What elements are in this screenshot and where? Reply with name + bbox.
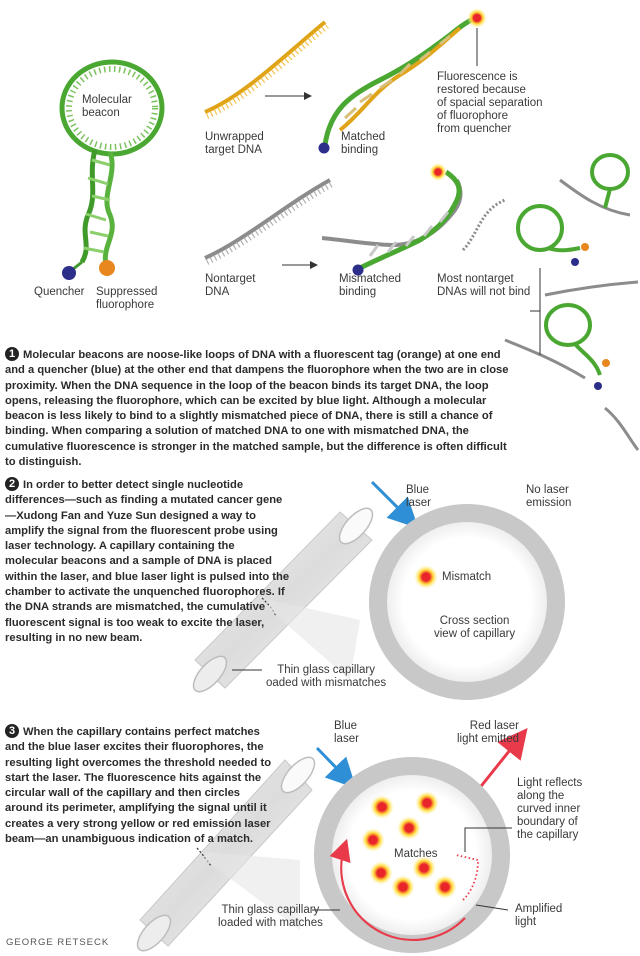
step-2-text: In order to better detect single nucleot… <box>5 479 290 644</box>
amplified-leader <box>475 904 509 911</box>
capillary-cross-section-mismatch <box>369 504 565 700</box>
nontarget-dna-cluster <box>461 153 640 451</box>
matched-binding-helix <box>318 8 487 154</box>
quencher-ball <box>62 266 76 280</box>
red-laser-label: Red laser light emitted <box>457 720 520 745</box>
fluorophore-ball <box>99 260 115 276</box>
light-reflects-label: Light reflects along the curved inner bo… <box>517 777 583 841</box>
unwrapped-target-label: Unwrapped target DNA <box>205 131 264 156</box>
blue-laser-label-3: Blue laser <box>334 720 359 745</box>
matched-binding-label: Matched binding <box>341 131 386 156</box>
step-3-number: 3 <box>5 724 19 738</box>
step-1-text: Molecular beacons are noose-like loops o… <box>5 349 509 469</box>
step-3-text: When the capillary contains perfect matc… <box>5 726 272 846</box>
most-nontarget-label: Most nontarget DNAs will not bind <box>437 273 531 298</box>
match-glows <box>361 791 457 899</box>
blue-laser-arrow-3 <box>315 746 357 789</box>
artist-credit: GEORGE RETSECK <box>6 937 110 948</box>
capillary-tube-mismatch <box>192 507 374 693</box>
mismatched-binding-helix <box>321 163 463 276</box>
blue-laser-label-2: Blue laser <box>406 484 431 509</box>
capillary-match-label: Thin glass capillary loaded with matches <box>218 904 323 929</box>
capillary-mismatch-label: Thin glass capillary oaded with mismatch… <box>266 664 387 689</box>
unwrapped-target-dna <box>204 20 327 114</box>
red-laser-arrow <box>476 727 528 791</box>
molecular-beacon-label: Molecular beacon <box>82 94 132 119</box>
quencher-label: Quencher <box>34 286 85 298</box>
blue-laser-arrow <box>370 480 419 529</box>
mismatched-binding-label: Mismatched binding <box>339 273 401 298</box>
suppressed-fluorophore-label: Suppressed fluorophore <box>96 286 158 311</box>
no-laser-emission-label: No laser emission <box>526 484 572 509</box>
amplified-light-label: Amplified light <box>515 903 563 928</box>
reflect-leader <box>464 827 512 852</box>
capillary-tube-match <box>136 756 316 952</box>
matches-label: Matches <box>394 848 438 860</box>
step-1-number: 1 <box>5 347 19 361</box>
cross-section-label: Cross section view of capillary <box>434 615 516 640</box>
step-2-number: 2 <box>5 477 19 491</box>
molecular-beacon <box>59 59 165 280</box>
mismatch-label: Mismatch <box>442 571 492 583</box>
nontarget-dna <box>204 178 331 260</box>
nontarget-dna-label: Nontarget DNA <box>205 273 256 298</box>
fluorescence-restored-label: Fluorescence is restored because of spac… <box>437 71 543 135</box>
